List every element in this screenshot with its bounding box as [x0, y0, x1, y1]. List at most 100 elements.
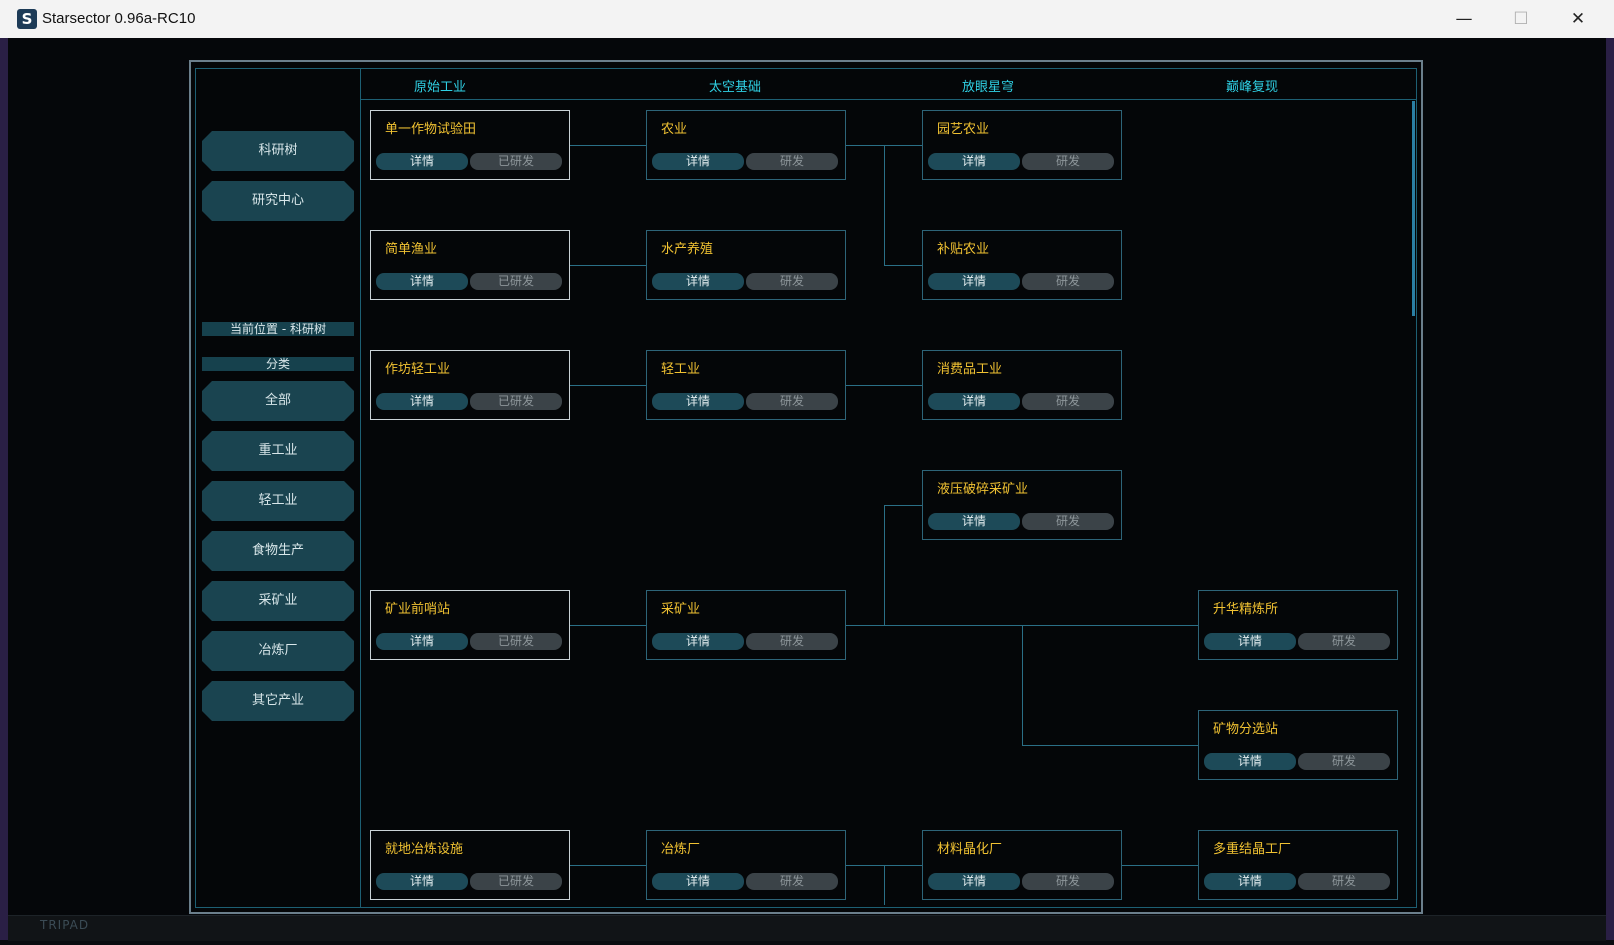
connector-line	[570, 145, 646, 146]
detail-button[interactable]: 详情	[652, 633, 744, 650]
sidebar-divider	[360, 69, 361, 907]
connector-line	[846, 385, 922, 386]
detail-button[interactable]: 详情	[376, 273, 468, 290]
tech-card-title: 矿物分选站	[1213, 722, 1279, 737]
tech-card-horticulture: 园艺农业 详情 研发	[922, 110, 1122, 180]
tech-card-consumer-goods: 消费品工业 详情 研发	[922, 350, 1122, 420]
research-button[interactable]: 研发	[746, 873, 838, 890]
detail-button[interactable]: 详情	[376, 393, 468, 410]
current-location-label: 当前位置 - 科研树	[202, 322, 354, 336]
research-button[interactable]: 研发	[1298, 633, 1390, 650]
tech-card-title: 农业	[661, 122, 688, 137]
research-tree-button[interactable]: 科研树	[202, 131, 354, 171]
category-header: 分类	[202, 357, 354, 371]
minimize-button[interactable]: —	[1455, 9, 1473, 29]
detail-button[interactable]: 详情	[376, 873, 468, 890]
detail-button[interactable]: 详情	[376, 153, 468, 170]
researched-button: 已研发	[470, 633, 562, 650]
research-button[interactable]: 研发	[1022, 873, 1114, 890]
tech-card-title: 就地冶炼设施	[385, 842, 464, 857]
tech-card-workshop-light-industry: 作坊轻工业 详情 已研发	[370, 350, 570, 420]
researched-button: 已研发	[470, 393, 562, 410]
research-button[interactable]: 研发	[1298, 753, 1390, 770]
detail-button[interactable]: 详情	[652, 153, 744, 170]
tech-card-title: 多重结晶工厂	[1213, 842, 1292, 857]
tech-card-material-crystallization: 材料晶化厂 详情 研发	[922, 830, 1122, 900]
tech-card-title: 升华精炼所	[1213, 602, 1279, 617]
connector-line	[570, 385, 646, 386]
category-light-industry-button[interactable]: 轻工业	[202, 481, 354, 521]
research-button[interactable]: 研发	[746, 153, 838, 170]
research-button[interactable]: 研发	[1298, 873, 1390, 890]
tech-card-title: 作坊轻工业	[385, 362, 451, 377]
window-title: Starsector 0.96a-RC10	[42, 10, 196, 27]
connector-line	[884, 265, 922, 266]
category-refining-button[interactable]: 冶炼厂	[202, 631, 354, 671]
tech-card-hydraulic-mining: 液压破碎采矿业 详情 研发	[922, 470, 1122, 540]
research-button[interactable]: 研发	[746, 633, 838, 650]
connector-line	[570, 865, 646, 866]
tech-card-title: 水产养殖	[661, 242, 714, 257]
detail-button[interactable]: 详情	[1204, 633, 1296, 650]
detail-button[interactable]: 详情	[1204, 873, 1296, 890]
detail-button[interactable]: 详情	[928, 513, 1020, 530]
window-titlebar: S Starsector 0.96a-RC10 — ☐ ✕	[0, 0, 1614, 39]
category-heavy-industry-button[interactable]: 重工业	[202, 431, 354, 471]
tripad-logo: TRIPAD	[40, 918, 90, 932]
connector-line	[570, 265, 646, 266]
research-button[interactable]: 研发	[746, 273, 838, 290]
category-other-button[interactable]: 其它产业	[202, 681, 354, 721]
maximize-button[interactable]: ☐	[1513, 9, 1529, 29]
tech-card-light-industry: 轻工业 详情 研发	[646, 350, 846, 420]
detail-button[interactable]: 详情	[928, 153, 1020, 170]
header-divider	[361, 99, 1416, 100]
tech-card-title: 矿业前哨站	[385, 602, 451, 617]
tech-card-title: 轻工业	[661, 362, 701, 377]
tech-card-title: 冶炼厂	[661, 842, 701, 857]
tech-card-title: 单一作物试验田	[385, 122, 477, 137]
detail-button[interactable]: 详情	[928, 393, 1020, 410]
window-frame-right	[1606, 38, 1614, 940]
detail-button[interactable]: 详情	[928, 273, 1020, 290]
close-button[interactable]: ✕	[1570, 9, 1586, 29]
tech-card-mineral-sorting: 矿物分选站 详情 研发	[1198, 710, 1398, 780]
connector-line	[1122, 865, 1198, 866]
detail-button[interactable]: 详情	[928, 873, 1020, 890]
column-header-peak: 巅峰复现	[1225, 80, 1278, 95]
window-frame-left	[0, 38, 8, 940]
detail-button[interactable]: 详情	[652, 393, 744, 410]
connector-line	[884, 865, 885, 905]
research-button[interactable]: 研发	[1022, 273, 1114, 290]
connector-line	[1022, 745, 1198, 746]
connector-line	[570, 625, 646, 626]
research-button[interactable]: 研发	[1022, 153, 1114, 170]
research-button[interactable]: 研发	[746, 393, 838, 410]
research-button[interactable]: 研发	[1022, 513, 1114, 530]
tech-card-refining: 冶炼厂 详情 研发	[646, 830, 846, 900]
connector-line	[1022, 625, 1023, 745]
starsector-app-icon: S	[17, 9, 37, 29]
bottom-status-strip	[8, 915, 1606, 941]
category-mining-button[interactable]: 采矿业	[202, 581, 354, 621]
researched-button: 已研发	[470, 273, 562, 290]
column-header-stars: 放眼星穹	[961, 80, 1014, 95]
tech-card-subsidized-farming: 补贴农业 详情 研发	[922, 230, 1122, 300]
connector-line	[884, 505, 885, 625]
tech-card-agriculture: 农业 详情 研发	[646, 110, 846, 180]
tech-card-title: 材料晶化厂	[937, 842, 1003, 857]
column-header-primitive: 原始工业	[413, 80, 466, 95]
research-button[interactable]: 研发	[1022, 393, 1114, 410]
tech-card-title: 消费品工业	[937, 362, 1003, 377]
connector-line	[884, 145, 885, 265]
category-all-button[interactable]: 全部	[202, 381, 354, 421]
detail-button[interactable]: 详情	[376, 633, 468, 650]
tech-card-sublimation-refinery: 升华精炼所 详情 研发	[1198, 590, 1398, 660]
research-center-button[interactable]: 研究中心	[202, 181, 354, 221]
detail-button[interactable]: 详情	[652, 273, 744, 290]
detail-button[interactable]: 详情	[652, 873, 744, 890]
tree-scrollbar[interactable]	[1412, 101, 1415, 316]
connector-line	[884, 505, 922, 506]
detail-button[interactable]: 详情	[1204, 753, 1296, 770]
tech-card-title: 补贴农业	[937, 242, 990, 257]
category-food-button[interactable]: 食物生产	[202, 531, 354, 571]
